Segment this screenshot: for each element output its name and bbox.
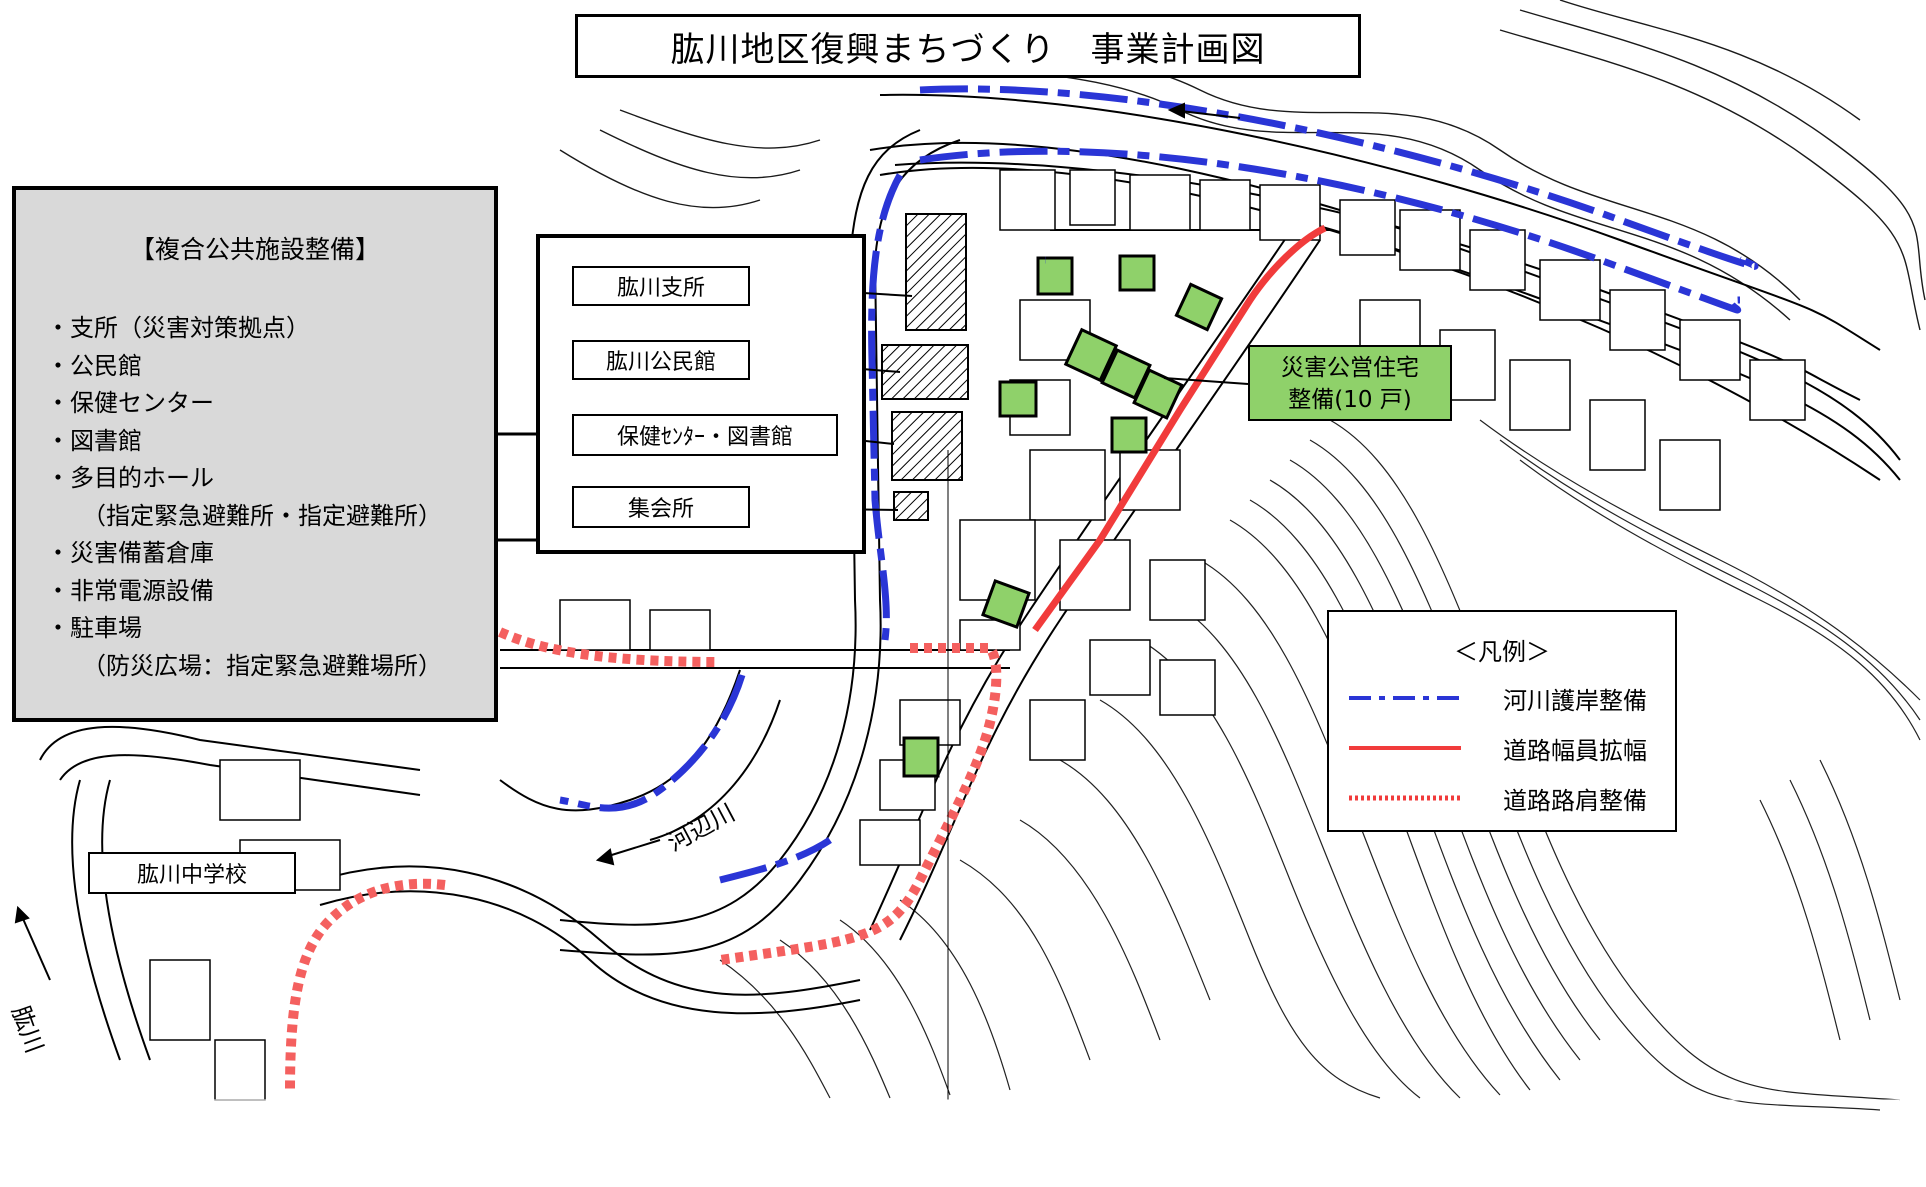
label-health-library: 保健ｾﾝﾀｰ・図書館 (572, 414, 838, 456)
flow-arrow-icon (14, 102, 1241, 981)
map-title: 肱川地区復興まちづくり 事業計画図 (575, 14, 1361, 78)
facility-item: ・駐車場 (46, 614, 142, 642)
river-revetment-lines (559, 85, 1759, 812)
legend-label: 道路路肩整備 (1503, 786, 1647, 815)
facility-item: ・支所（災害対策拠点） (46, 314, 310, 342)
housing-leader-line (1163, 377, 1249, 385)
facility-item: ・非常電源設備 (46, 576, 214, 605)
public-housing-label-line1: 災害公営住宅 (1281, 355, 1419, 381)
facility-list: ・支所（災害対策拠点） ・公民館 ・保健センター ・図書館 ・多目的ホール （指… (46, 310, 442, 685)
legend-label: 河川護岸整備 (1503, 686, 1647, 715)
legend: ＜凡例＞ 河川護岸整備 道路幅員拡幅 道路路肩整備 (1327, 610, 1677, 832)
river-revetment-lower (719, 837, 832, 884)
facility-item-note: （防災広場：指定緊急避難場所） (82, 651, 442, 680)
legend-item-shoulder: 道路路肩整備 (1349, 776, 1665, 820)
school-label: 肱川中学校 (88, 852, 296, 894)
label-branch-office: 肱川支所 (572, 266, 750, 306)
facility-item: ・図書館 (46, 426, 142, 455)
facility-item-note: （指定緊急避難所・指定避難所） (82, 501, 442, 530)
facility-item: ・災害備蓄倉庫 (46, 539, 214, 567)
public-housing-label-line2: 整備(10 戸) (1288, 387, 1412, 413)
public-housing-label: 災害公営住宅 整備(10 戸) (1248, 345, 1452, 421)
label-meeting-hall: 集会所 (572, 486, 750, 528)
facility-item: ・公民館 (46, 351, 142, 380)
legend-item-revetment: 河川護岸整備 (1349, 676, 1665, 720)
legend-label: 道路幅員拡幅 (1503, 736, 1647, 765)
legend-swatch-dotted (1349, 795, 1461, 801)
legend-title: ＜凡例＞ (1454, 638, 1550, 666)
road-shoulder-lines (285, 627, 1002, 1091)
legend-item-widening: 道路幅員拡幅 (1349, 726, 1665, 770)
label-community-hall: 肱川公民館 (572, 340, 750, 380)
legend-swatch-solid (1349, 746, 1461, 750)
legend-swatch-dash-dot (1349, 696, 1461, 700)
facility-item: ・多目的ホール (46, 464, 214, 492)
road-widening-line (1032, 224, 1327, 633)
facility-panel-heading: 【複合公共施設整備】 (129, 235, 380, 264)
facility-panel: 【複合公共施設整備】 ・支所（災害対策拠点） ・公民館 ・保健センター ・図書館… (12, 186, 498, 722)
public-facility-buildings (881, 213, 969, 521)
facility-item: ・保健センター (46, 389, 214, 417)
